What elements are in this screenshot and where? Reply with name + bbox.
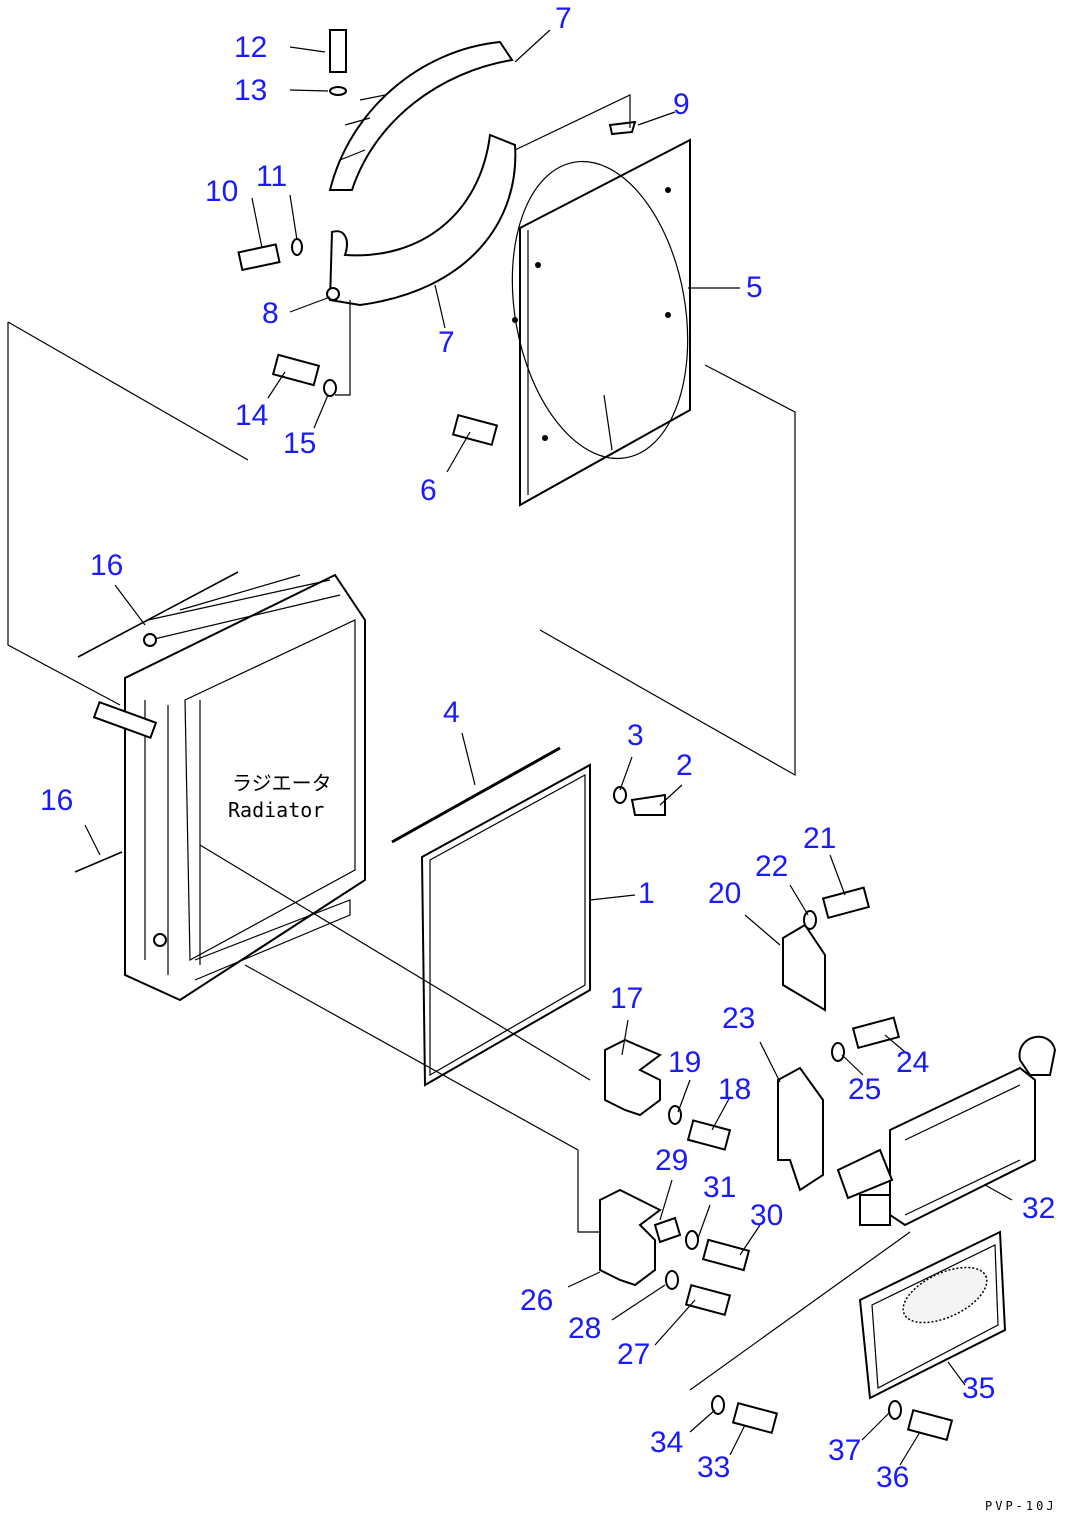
bracket-20: [782, 923, 826, 1012]
callout-17: 17: [610, 982, 643, 1015]
rod-4: [391, 746, 561, 844]
callout-15: 15: [283, 427, 316, 460]
callout-7-lower: 7: [438, 326, 455, 359]
callout-12: 12: [234, 31, 267, 64]
callout-22: 22: [755, 850, 788, 883]
callout-4: 4: [443, 696, 460, 729]
callout-19: 19: [668, 1046, 701, 1079]
callout-labels: 1 2 3 4 5 6 7 7 8 9 10 11 12 13 14 15 16…: [40, 2, 1055, 1494]
callout-7-upper: 7: [555, 2, 572, 35]
callout-10: 10: [205, 175, 238, 208]
bracket-23: [777, 1066, 824, 1192]
fasteners: [237, 29, 954, 1442]
callout-35: 35: [962, 1372, 995, 1405]
callout-9: 9: [673, 88, 690, 121]
callout-31: 31: [703, 1171, 736, 1204]
callout-26: 26: [520, 1284, 553, 1317]
callout-13: 13: [234, 74, 267, 107]
callout-33: 33: [697, 1451, 730, 1484]
callout-28: 28: [568, 1312, 601, 1345]
callout-2: 2: [676, 749, 693, 782]
callout-11: 11: [256, 160, 287, 193]
fan-shroud: [511, 138, 691, 507]
radiator-screen: [420, 763, 591, 1087]
cooler-core: [858, 1230, 1007, 1400]
radiator-label-jp: ラジエータ: [232, 771, 332, 795]
radiator-assembly: ラジエータ Radiator: [92, 573, 366, 1002]
callout-3: 3: [627, 719, 644, 752]
callout-34: 34: [650, 1426, 683, 1459]
callout-20: 20: [708, 877, 741, 910]
callout-21: 21: [803, 822, 836, 855]
callout-6: 6: [420, 474, 437, 507]
callout-8: 8: [262, 297, 279, 330]
callout-36: 36: [876, 1461, 909, 1494]
fan-guard-upper: [328, 40, 514, 191]
fan-guard-lower: [328, 133, 517, 307]
rod-16-upper: [77, 571, 239, 658]
callout-1: 1: [638, 877, 655, 910]
callout-23: 23: [722, 1002, 755, 1035]
callout-24: 24: [896, 1046, 929, 1079]
callout-29: 29: [655, 1144, 688, 1177]
callout-30: 30: [750, 1199, 783, 1232]
callout-18: 18: [718, 1073, 751, 1106]
leader-lines: [84, 29, 1013, 1466]
callout-16-lower: 16: [40, 784, 73, 817]
drawing-code: PVP-10J: [985, 1499, 1057, 1513]
callout-25: 25: [848, 1073, 881, 1106]
rod-16-lower: [74, 851, 123, 873]
bracket-17: [604, 1038, 662, 1117]
callout-16-upper: 16: [90, 549, 123, 582]
callout-32: 32: [1022, 1192, 1055, 1225]
oil-cooler: [836, 1035, 1057, 1227]
callout-14: 14: [235, 399, 268, 432]
radiator-label-en: Radiator: [228, 798, 324, 822]
callout-27: 27: [617, 1338, 650, 1371]
assembly-lines: [7, 94, 911, 1391]
callout-37: 37: [828, 1434, 861, 1467]
bracket-26: [599, 1188, 662, 1287]
callout-5: 5: [746, 271, 763, 304]
